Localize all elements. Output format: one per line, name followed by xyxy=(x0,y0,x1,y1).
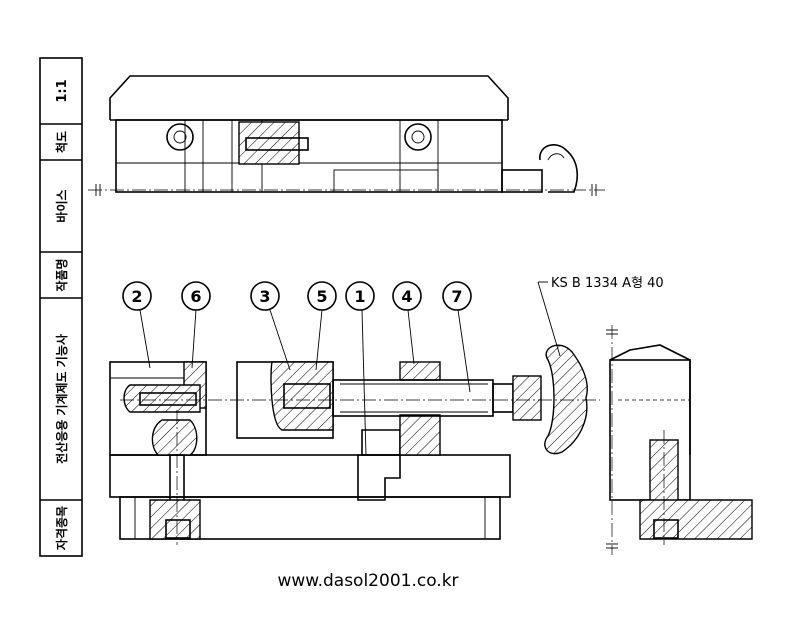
balloon-5: 5 xyxy=(307,281,337,371)
title-block: 1:1 척도 바이스 작품명 전산응용 기계제도 기능사 자격종목 xyxy=(39,57,83,557)
svg-text:2: 2 xyxy=(131,287,142,306)
balloon-3: 3 xyxy=(250,281,291,371)
svg-text:3: 3 xyxy=(259,287,270,306)
scale-label: 척도 xyxy=(54,131,69,153)
drawing-name-value: 바이스 xyxy=(54,189,69,222)
drawing-name-label: 작품명 xyxy=(54,258,69,291)
top-view xyxy=(88,75,605,196)
standard-callout: KS B 1334 A형 40 xyxy=(537,276,664,357)
svg-text:4: 4 xyxy=(401,287,412,306)
balloon-6: 6 xyxy=(181,281,211,369)
scale-value: 1:1 xyxy=(55,79,70,102)
svg-text:1: 1 xyxy=(354,287,365,306)
balloon-4: 4 xyxy=(392,281,422,365)
balloon-1: 1 xyxy=(345,281,375,456)
exam-label: 자격종목 xyxy=(54,506,69,550)
svg-text:7: 7 xyxy=(451,287,462,306)
balloon-7: 7 xyxy=(442,281,472,393)
svg-text:5: 5 xyxy=(316,287,327,306)
svg-text:6: 6 xyxy=(190,287,201,306)
balloons: 2 6 3 5 1 4 7 xyxy=(122,281,472,456)
exam-value: 전산응용 기계제도 기능사 xyxy=(54,334,69,464)
side-view xyxy=(606,325,753,555)
footer-url: www.dasol2001.co.kr xyxy=(277,571,458,591)
standard-callout-text: KS B 1334 A형 40 xyxy=(551,276,664,291)
front-view xyxy=(109,344,600,545)
balloon-2: 2 xyxy=(122,281,152,369)
